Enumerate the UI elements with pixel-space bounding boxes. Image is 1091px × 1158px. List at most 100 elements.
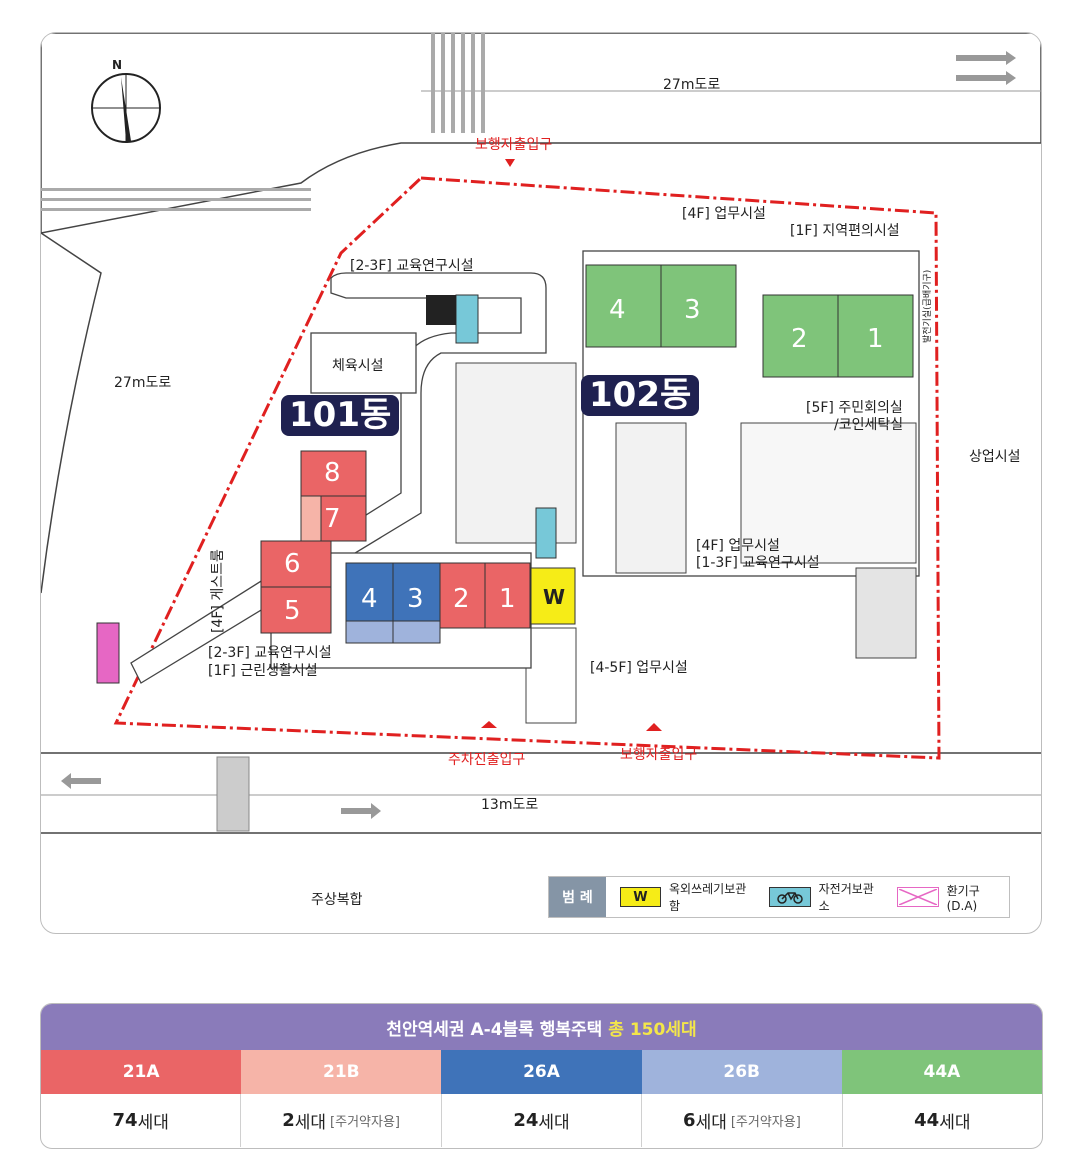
legend-item-bike: 자전거보관소 (769, 880, 883, 914)
pedestrian-entrance-north: 보행자출입구 (475, 137, 553, 153)
unit-101-5 (260, 586, 332, 634)
table-title-text: 천안역세권 A-4블록 행복주택 (386, 1019, 603, 1040)
label-edu-top: [2-3F] 교육연구시설 (350, 258, 474, 274)
site-boundary (113, 176, 941, 760)
count-value: 6 (683, 1110, 696, 1131)
count-note: [주거약자용] (330, 1115, 400, 1130)
central-stair (455, 362, 577, 544)
unit-102-3-label: 3 (684, 295, 701, 325)
unit-101-7-label: 7 (324, 504, 341, 534)
road-label-north: 27m도로 (663, 77, 721, 93)
site-map: 27m도로 27m도로 13m도로 상업시설 주상복합 N 보행자출입구 주차진… (40, 32, 1042, 934)
ramp-102 (615, 422, 687, 574)
bicycle-icon (769, 887, 811, 907)
community-block (740, 422, 917, 564)
unit-101-1-label: 1 (499, 584, 516, 614)
unit-102-1 (837, 294, 914, 378)
unit-101-7-21b (300, 495, 322, 542)
count-value: 44 (914, 1110, 940, 1131)
label-office-4f-mid: [4F] 업무시설 (696, 538, 780, 554)
type-21a: 21A (41, 1050, 242, 1094)
building-101-badge: 101동 (281, 395, 400, 437)
unit-102-4 (585, 264, 662, 348)
unit-102-2 (762, 294, 839, 378)
road-arrows (61, 51, 1016, 819)
unit-101-2 (439, 562, 486, 629)
compass-label: N (112, 58, 123, 72)
count-value: 2 (282, 1110, 295, 1131)
bike-storage-top (455, 294, 479, 344)
unit-101-5-label: 5 (284, 596, 301, 626)
unit-101-2-label: 2 (453, 584, 470, 614)
count-unit: 세대 (939, 1113, 971, 1133)
label-generator: 발전기실(급배기구) (923, 269, 933, 343)
stair-block-top (426, 295, 456, 325)
legend-label-vent: 환기구(D.A) (946, 883, 980, 913)
road-north-edge (41, 33, 1041, 234)
road-west-edge (41, 232, 102, 594)
label-convenience-1f: [1F] 지역편의시설 (790, 223, 900, 239)
bike-storage-mid (535, 507, 557, 559)
count-unit: 세대 (538, 1113, 570, 1133)
vent-da (96, 622, 120, 684)
vent-icon (897, 887, 939, 907)
label-neighborhood-1f: [1F] 근린생활시설 (208, 663, 318, 679)
unit-102-2-label: 2 (791, 324, 808, 354)
label-community-5f-2: /코인세탁실 (834, 417, 904, 433)
unit-101-3-26b (392, 620, 441, 644)
site-plan-drawing (41, 33, 1041, 834)
unit-101-4-26b (345, 620, 394, 644)
table-title-total: 총 150세대 (608, 1019, 697, 1040)
household-summary-table: 천안역세권 A-4블록 행복주택 총 150세대 21A 21B 26A 26B… (40, 1003, 1043, 1149)
unit-101-1 (484, 562, 531, 629)
crosswalk-north (431, 33, 485, 133)
legend-label-waste: 옥외쓰레기보관함 (669, 882, 747, 913)
legend: 범 례 W 옥외쓰레기보관함 자전거보관소 환기구(D.A) (548, 876, 1010, 918)
waste-storage-box (530, 567, 576, 625)
type-26a: 26A (441, 1050, 642, 1094)
unit-101-6 (260, 540, 332, 588)
unit-101-3-label: 3 (407, 584, 424, 614)
count-unit: 세대 (294, 1113, 327, 1133)
count-value: 74 (112, 1110, 138, 1131)
count-value: 24 (513, 1110, 539, 1131)
type-21b: 21B (241, 1050, 442, 1094)
type-row: 21A 21B 26A 26B 44A (41, 1050, 1042, 1094)
waste-marker: W (543, 585, 566, 609)
internal-road-ramp (130, 272, 547, 684)
legend-item-waste: W 옥외쓰레기보관함 (619, 880, 756, 914)
compass-needle (121, 77, 131, 141)
unit-101-6-label: 6 (284, 549, 301, 579)
table-title: 천안역세권 A-4블록 행복주택 총 150세대 (41, 1004, 1042, 1050)
label-edu-bottom: [2-3F] 교육연구시설 (208, 645, 332, 661)
type-26b: 26B (641, 1050, 842, 1094)
road-label-west: 27m도로 (114, 375, 172, 391)
count-note: [주거약자용] (730, 1115, 801, 1130)
unit-102-3 (660, 264, 737, 348)
office-east-grid (855, 567, 917, 659)
label-office-4-5f: [4-5F] 업무시설 (590, 660, 688, 676)
label-community-5f: [5F] 주민회의실 (806, 400, 903, 416)
entrance-marker-south (646, 723, 662, 731)
label-edu-1-3f: [1-3F] 교육연구시설 (696, 555, 820, 571)
crosswalk-south (216, 756, 250, 832)
legend-item-vent: 환기구(D.A) (897, 882, 1009, 913)
unit-102-4-label: 4 (609, 295, 626, 325)
building-102-badge: 102동 (581, 375, 700, 417)
pedestrian-entrance-south: 보행자출입구 (620, 747, 698, 763)
entrance-marker-vehicle (481, 721, 497, 728)
count-unit: 세대 (137, 1113, 169, 1133)
label-gym: 체육시설 (332, 358, 384, 374)
road-label-south: 13m도로 (481, 797, 539, 813)
label-guestroom: [4F] 게스트룸 (210, 549, 226, 633)
count-unit: 세대 (695, 1113, 727, 1133)
gym-block (310, 332, 417, 394)
unit-101-4-label: 4 (361, 584, 378, 614)
label-office-4f-top: [4F] 업무시설 (682, 206, 766, 222)
legend-label-bike: 자전거보관소 (818, 882, 874, 913)
